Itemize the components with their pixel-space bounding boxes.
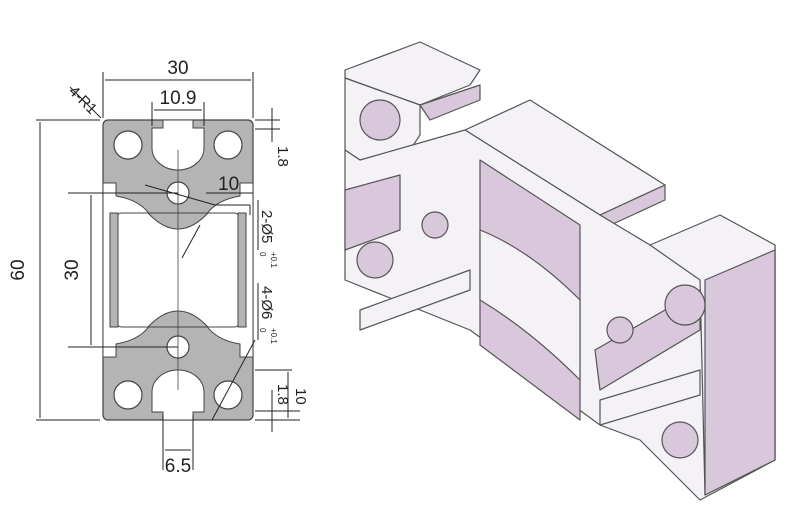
hole-large bbox=[213, 130, 243, 160]
dimension-lines bbox=[36, 72, 300, 470]
hole-large bbox=[113, 130, 143, 160]
bottom-offset-label: 10 bbox=[292, 388, 309, 405]
hole-large bbox=[113, 380, 143, 410]
slot-width-label: 10.9 bbox=[160, 88, 197, 109]
large-hole-tol-lower: 0 bbox=[258, 328, 267, 333]
small-hole-label: 2-Ø5 bbox=[258, 210, 275, 243]
bottom-wall-label: 1.8 bbox=[274, 384, 291, 405]
isometric-view bbox=[344, 41, 776, 501]
width-label: 30 bbox=[167, 58, 188, 79]
cross-section bbox=[102, 119, 254, 421]
inner-height-label: 30 bbox=[62, 259, 83, 280]
slot-offset-label: 10 bbox=[218, 174, 239, 195]
height-label: 60 bbox=[8, 259, 29, 280]
small-hole-tol-lower: 0 bbox=[258, 252, 267, 257]
large-hole-label: 4-Ø6 bbox=[258, 286, 275, 319]
hole-large bbox=[213, 380, 243, 410]
top-wall-label: 1.8 bbox=[274, 146, 291, 167]
small-hole-tol-upper: +0.1 bbox=[269, 252, 278, 268]
slot-opening-label: 6.5 bbox=[165, 456, 191, 477]
large-hole-tol-upper: +0.1 bbox=[269, 328, 278, 344]
